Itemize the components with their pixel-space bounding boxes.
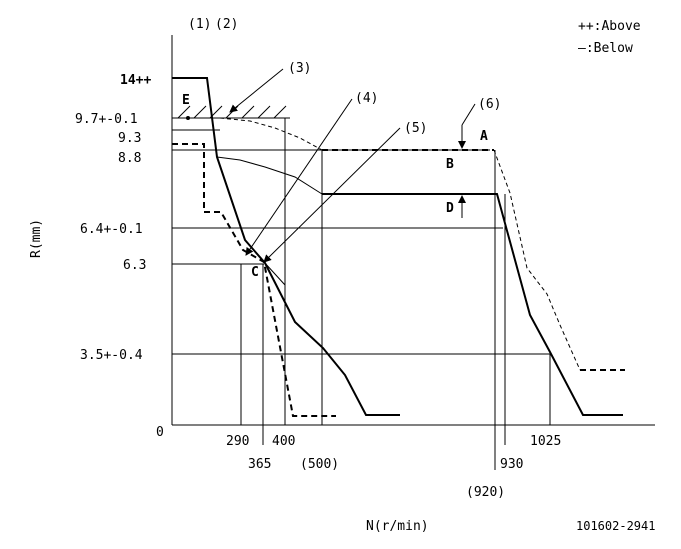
axes (171, 35, 655, 426)
callout-labels: (1) (2) (3) (4) (5) (6) (188, 17, 501, 136)
point-labels: A B C D E (182, 93, 488, 280)
solid-decay-curve (216, 156, 323, 195)
point-d: D (446, 201, 454, 216)
y-tick-6-4: 6.4+-0.1 (80, 222, 143, 237)
dashed-thin-curve-right (493, 149, 581, 371)
solid-curves (172, 77, 623, 416)
x-tick-500: (500) (300, 457, 339, 472)
leader-6 (461, 103, 476, 126)
x-tick-930: 930 (500, 457, 523, 472)
dashed-full-load-curve (172, 143, 336, 417)
dashed-curves (172, 117, 625, 417)
legend: ++:Above —:Below (578, 19, 641, 56)
leader-3 (229, 68, 284, 113)
callout-leaders (229, 68, 476, 263)
point-e-marker (186, 116, 190, 120)
callout-1: (1) (188, 17, 211, 32)
leader-4 (245, 98, 353, 256)
point-b: B (446, 157, 454, 172)
point-e: E (182, 93, 190, 108)
horizontal-reference-lines (172, 117, 550, 355)
callout-5: (5) (404, 121, 427, 136)
y-tick-labels: 14++ 9.7+-0.1 9.3 8.8 6.4+-0.1 6.3 3.5+-… (75, 73, 164, 440)
y-tick-6-3: 6.3 (123, 258, 146, 273)
origin-label: 0 (156, 425, 164, 440)
dashed-thin-curve-left (219, 117, 323, 151)
point-c: C (251, 265, 259, 280)
y-tick-9-7: 9.7+-0.1 (75, 112, 138, 127)
legend-below: —:Below (578, 41, 633, 56)
solid-main-curve (172, 77, 400, 416)
x-tick-400: 400 (272, 434, 295, 449)
point-a: A (480, 129, 488, 144)
y-tick-8-8: 8.8 (118, 151, 141, 166)
x-tick-365: 365 (248, 457, 271, 472)
x-tick-1025: 1025 (530, 434, 561, 449)
y-tick-14: 14++ (120, 73, 151, 88)
solid-plateau (322, 193, 623, 416)
y-tick-3-5: 3.5+-0.4 (80, 348, 143, 363)
callout-6: (6) (478, 97, 501, 112)
leader-5 (263, 127, 401, 263)
legend-above: ++:Above (578, 19, 641, 34)
solid-thin-connector (263, 261, 286, 286)
vertical-reference-lines (240, 118, 551, 470)
callout-3: (3) (288, 61, 311, 76)
y-axis-title: R(mm) (29, 219, 44, 258)
x-tick-290: 290 (226, 434, 249, 449)
y-tick-9-3: 9.3 (118, 131, 141, 146)
x-tick-labels: 290 365 400 (500) (920) 930 1025 (226, 434, 561, 500)
callout-4: (4) (355, 91, 378, 106)
callout-2: (2) (215, 17, 238, 32)
x-tick-920: (920) (466, 485, 505, 500)
x-axis-title: N(r/min) (366, 519, 429, 534)
figure-id: 101602-2941 (576, 519, 655, 533)
